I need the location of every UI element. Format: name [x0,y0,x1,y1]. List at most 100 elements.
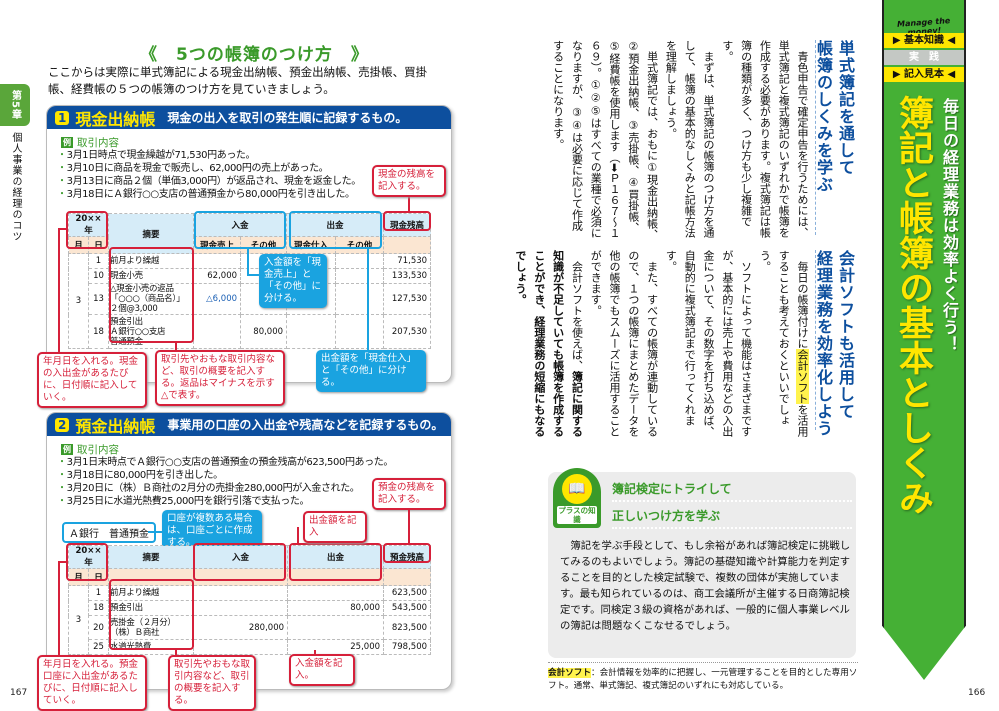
balance-cell: 127,530 [383,283,432,315]
out-frame [289,211,382,249]
callout-out: 出金額を記入 [303,511,367,543]
callout-date: 年月日を入れる。預金口座に入出金があるたびに、日付順に記入していく。 [37,655,147,711]
section1-heading: 単式簿記を通して 帳簿のしくみを学ぶ [812,40,856,240]
summary-cell: 売掛金（２月分） （株）Ｂ商社 [108,615,195,640]
connector [367,247,369,350]
chapter-label: 個人事業の経理のコツ [10,132,21,242]
out-cell: 80,000 [287,600,385,616]
callout-balance: 預金の残高を記入する。 [372,478,446,510]
callout-date: 年月日を入れる。現金の入出金があるたびに、日付順に記入していく。 [37,352,147,408]
example-head-label: 取引内容 [77,443,119,456]
section1-body: 青色申告で確定申告を行うためには、単式簿記と複式簿記のいずれかで帳簿を作成する必… [545,40,811,240]
panel-desc: 現金の出入を取引の発生順に記録するもの。 [167,111,408,125]
month-cell: 3 [68,585,89,655]
connector [247,247,249,275]
balance-frame [383,543,431,563]
connector [148,531,164,533]
connector [192,321,194,323]
panel-name: 現金出納帳 [75,109,156,129]
section-title: 《 5つの帳簿のつけ方 》 [140,45,369,65]
connector [175,343,177,351]
tab-practice[interactable]: 実 践 [884,50,964,65]
account-label: Ａ銀行 普通預金 [62,522,156,543]
day-cell: 1 [87,253,110,269]
page-number-right: 166 [968,688,986,698]
tab-basic-knowledge[interactable]: ▶ 基本知識 ◀ [884,33,964,48]
empty-header [108,568,195,586]
banner-subtitle: 毎日の経理業務は効率よく行う！ [940,98,959,353]
paragraph: ソフトによって機能はさまざまですが、基本的には売上や費用などの入出金について、そ… [664,250,753,437]
day-cell: 20 [87,615,110,640]
example-item: 3月25日に水道光熱費25,000円を銀行引落で支払った。 [61,495,451,508]
out-cell [286,314,337,349]
balance-cell: 71,530 [383,253,432,269]
day-cell: 25 [87,639,110,655]
out-cell [335,314,385,349]
chapter-tab: 第5章 [0,84,30,126]
in-cell [193,639,289,655]
connector [58,561,60,657]
plus-knowledge-label: プラスの知識 [557,506,597,524]
plus-title-line: 簿記検定にトライして [612,480,852,502]
connector [408,194,410,211]
example-head-label: 取引内容 [77,136,119,149]
in-header: 入金 [193,545,289,569]
connector [247,274,261,276]
page-number-left: 167 [10,688,28,698]
panel-number: 2 [55,417,70,432]
in-sub-header: その他 [240,236,288,254]
example-item: 3月18日にＡ銀行○○支店の普通預金から80,000円を引き出した。 [61,188,451,201]
example-badge: 例 [61,136,73,148]
example-item: 3月13日に商品２個（単価3,000円）が返品され、現金を返金した。 [61,175,451,188]
heading-line: 単式簿記を通して [836,40,855,176]
in-cell [193,314,242,349]
paragraph: 毎日の帳簿付けに会計ソフトを活用することも考えておくといいでしょう。 [755,250,811,445]
plus-title: 簿記検定にトライして 正しいつけ方を学ぶ [612,480,852,529]
day-header: 日 [87,236,110,254]
footnote-text: ：会計情報を効率的に把握し、一元管理することを目的とした専用ソフト。通常、単式簿… [548,668,858,691]
balance-cell: 207,530 [383,314,432,349]
empty-header [193,568,289,586]
balance-cell: 133,530 [383,268,432,284]
balance-cell: 798,500 [383,639,432,655]
head-book-icon: 📖 [562,474,592,504]
footnote: 会計ソフト：会計情報を効率的に把握し、一元管理することを目的とした専用ソフト。通… [548,667,858,693]
tab-entry-sample[interactable]: ▶ 記入見本 ◀ [884,67,964,82]
day-cell: 18 [87,314,110,349]
callout-out-split: 出金額を「現金仕入」と「その他」に分ける。 [316,350,426,392]
example-head: 例取引内容 [61,135,451,149]
example-badge: 例 [61,443,73,455]
day-cell: 18 [87,600,110,616]
callout-balance: 現金の残高を記入する。 [372,165,446,197]
in-sub-header: 現金売上 [193,236,242,254]
connector [58,561,68,563]
day-cell: 1 [87,585,110,601]
in-cell [193,600,289,616]
divider [815,250,816,430]
balance-cell: 623,500 [383,585,432,601]
out-cell [335,268,385,284]
out-cell: 25,000 [287,639,385,655]
out-cell [335,283,385,315]
paragraph: 単式簿記では、おもに①現金出納帳、②預金出納帳、③売掛帳、④買掛帳、⑤経費帳を使… [551,40,659,240]
out-cell [287,585,385,601]
example-item: 3月1日末時点でＡ銀行○○支店の普通預金の預金残高が623,500円あった。 [61,456,451,469]
in-cell [193,585,289,601]
example-item: 3月20日に（株）Ｂ商社の2月分の売掛金280,000円が入金された。 [61,482,451,495]
paragraph: 青色申告で確定申告を行うためには、単式簿記と複式簿記のいずれかで帳簿を作成する必… [720,40,809,238]
text: 毎日の帳簿付けに [796,261,809,349]
in-cell [193,253,242,269]
empty-header [383,236,432,254]
paragraph: また、すべての帳簿が連動しているので、１つの帳簿にまとめたデータを他の帳簿でもス… [589,250,659,437]
year-header: 20××年 [67,545,110,569]
example-list: 3月1日時点で現金繰越が71,530円あった。 3月10日に商品を現金で販売し、… [61,149,451,201]
in-cell: △6,000 [193,283,242,315]
divider [815,40,816,235]
footnote-term: 会計ソフト [548,668,591,678]
in-cell: 62,000 [193,268,242,284]
callout-in: 入金額を記入。 [289,654,355,686]
in-frame [194,211,286,249]
